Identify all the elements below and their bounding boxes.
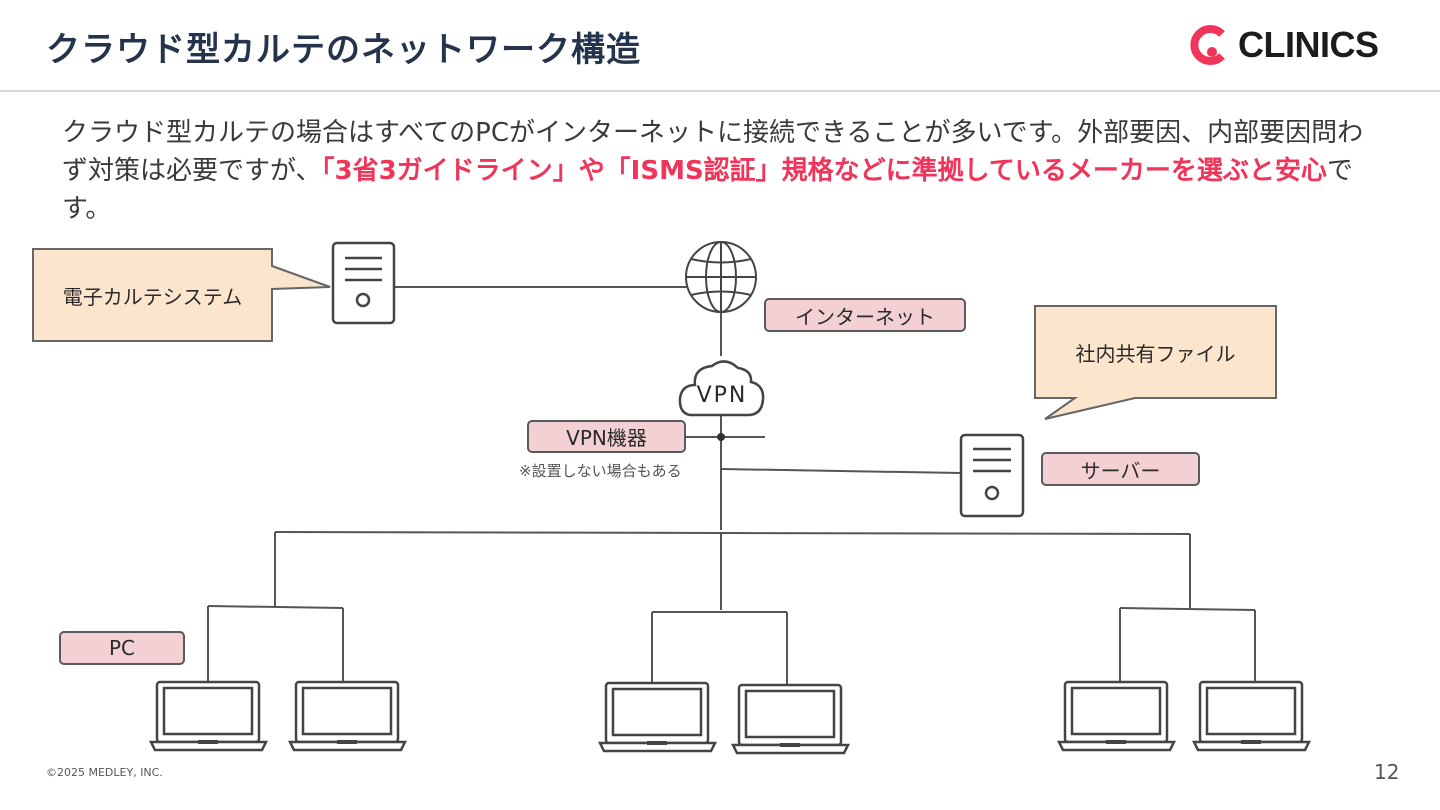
shared-callout-shape xyxy=(1034,305,1277,420)
vpn-cloud-icon xyxy=(678,360,765,417)
vpn-junction xyxy=(717,433,725,441)
file-server-icon xyxy=(959,433,1025,518)
emr-server-icon xyxy=(331,241,396,325)
shared-file-callout: 社内共有ファイル xyxy=(1075,341,1236,366)
vpn-device-tag: VPN機器 xyxy=(527,420,686,453)
laptop-icon xyxy=(597,681,718,753)
internet-tag: インターネット xyxy=(764,298,966,332)
lead-text-end: です。 xyxy=(62,156,1353,224)
emr-system-callout: 電子カルテシステム xyxy=(62,284,243,309)
lead-text: クラウド型カルテの場合はすべてのPCがインターネットに接続できることが多いです。… xyxy=(62,118,1364,186)
lan-backbone xyxy=(274,531,1191,535)
internet-globe-icon xyxy=(685,241,757,313)
laptop-icon xyxy=(287,680,408,752)
clinics-logo-icon xyxy=(1190,25,1230,65)
server-tag: サーバー xyxy=(1041,452,1200,486)
page-number: 12 xyxy=(1374,760,1400,784)
emr-callout-shape xyxy=(32,248,331,342)
pc-tag: PC xyxy=(59,631,185,665)
page-title: クラウド型カルテのネットワーク構造 xyxy=(46,30,641,70)
laptop-icon xyxy=(148,680,269,752)
vpn-cloud-label: VPN xyxy=(696,382,748,408)
lead-highlight: 「3省3ガイドライン」や「ISMS認証」規格などに準拠しているメーカーを選ぶと安… xyxy=(321,156,1327,186)
laptop-icon xyxy=(1191,680,1312,752)
laptop-icon xyxy=(1056,680,1177,752)
logo-wordmark: CLINICS xyxy=(1238,24,1379,65)
clinics-logo: CLINICS xyxy=(1190,22,1379,68)
server-link xyxy=(720,468,962,474)
copyright: ©2025 MEDLEY, INC. xyxy=(46,766,163,779)
laptop-icon xyxy=(730,683,851,755)
lead-paragraph: クラウド型カルテの場合はすべてのPCがインターネットに接続できることが多いです。… xyxy=(62,114,1382,228)
vpn-note: ※設置しない場合もある xyxy=(519,462,682,480)
header-divider xyxy=(0,90,1440,92)
